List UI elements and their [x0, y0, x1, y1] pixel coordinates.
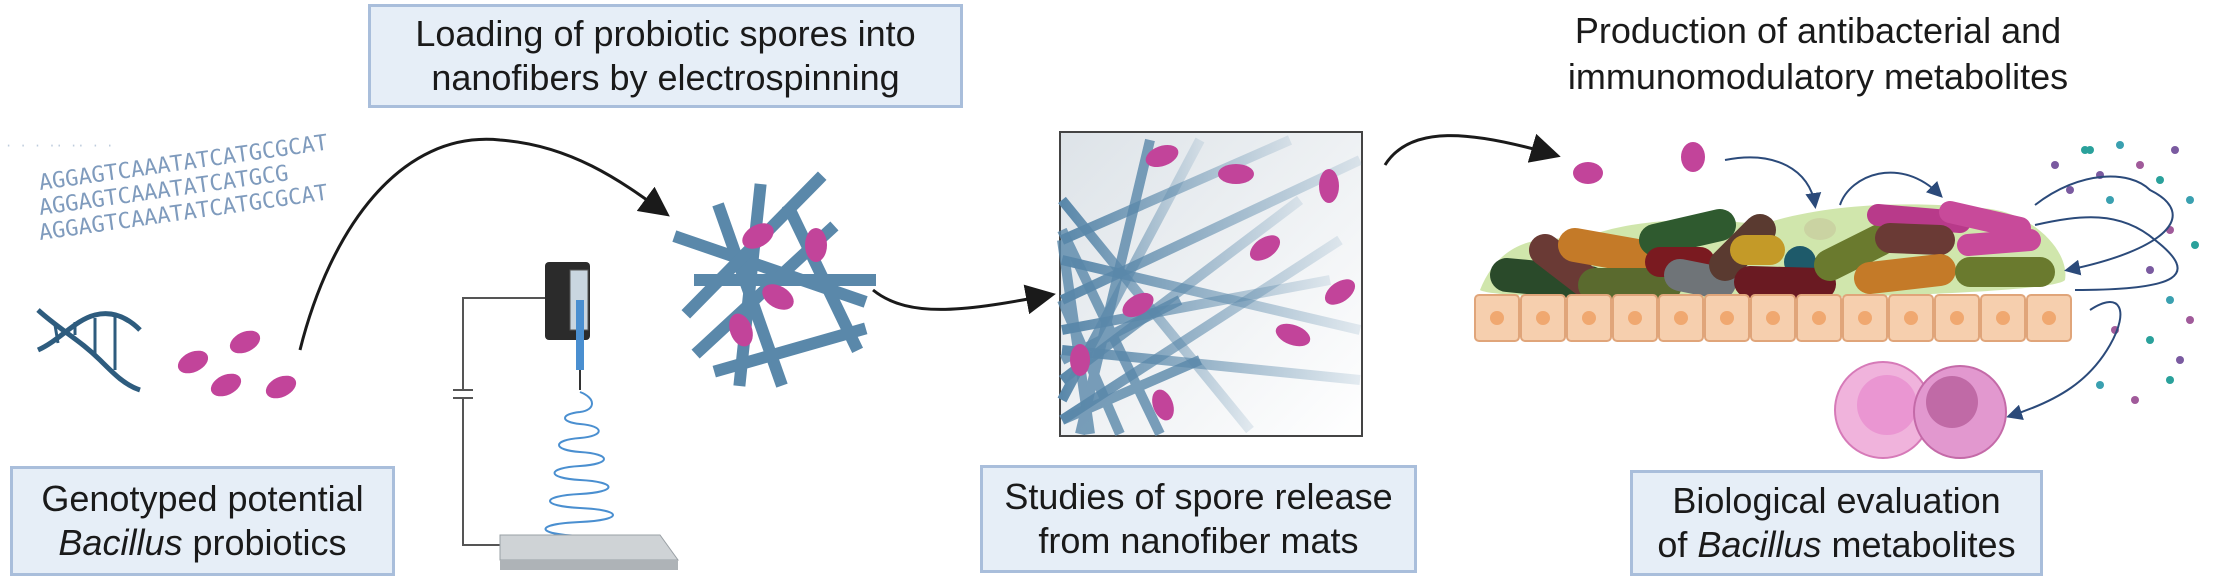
arrow-release-to-production	[1383, 133, 1561, 166]
syringe-pump-icon	[545, 262, 590, 390]
cell-nucleus	[1996, 311, 2010, 325]
genotyped-line-2: Bacillus probiotics	[58, 521, 346, 565]
metabolite-dot	[2116, 141, 2124, 149]
genotyped-probiotics-label: Genotyped potential Bacillus probiotics	[10, 466, 395, 576]
genotyped-line-1: Genotyped potential	[41, 478, 364, 519]
spore-icon	[742, 223, 774, 249]
loading-spores-label: Loading of probiotic spores into nanofib…	[368, 4, 963, 108]
metabolite-dot	[2136, 161, 2144, 169]
metabolite-dot	[2156, 176, 2164, 184]
metabolite-dot	[2146, 266, 2154, 274]
metabolite-dot	[2146, 336, 2154, 344]
spore-release-label: Studies of spore release from nanofiber …	[980, 465, 1417, 573]
spore-icon	[177, 350, 209, 374]
genotyped-rest: probiotics	[182, 522, 347, 563]
metabolite-dot	[2051, 161, 2059, 169]
cell-nucleus	[1582, 311, 1596, 325]
cell-nucleus	[1720, 311, 1734, 325]
cell-nucleus	[1628, 311, 1642, 325]
polymer-jet-spiral	[544, 391, 619, 549]
cell-nucleus	[1674, 311, 1688, 325]
genus-name-italic: Bacillus	[1697, 524, 1822, 565]
evaluation-line-2: of Bacillus metabolites	[1657, 523, 2015, 567]
spore-icon	[210, 373, 242, 397]
metabolite-dot	[2171, 146, 2179, 154]
spore-icon	[1218, 164, 1254, 184]
cell-nucleus	[1858, 311, 1872, 325]
nanofiber-icon	[672, 171, 876, 388]
spore-icon	[1324, 279, 1356, 305]
spore-icon	[805, 228, 827, 262]
metabolite-dot	[2166, 376, 2174, 384]
collector-plate	[499, 534, 679, 570]
dna-helix-icon	[36, 308, 142, 393]
spore-icon	[1070, 344, 1090, 376]
spore-icon	[729, 313, 753, 347]
spore-icon	[1275, 323, 1311, 347]
loading-line-1: Loading of probiotic spores into	[415, 13, 916, 54]
spore-icon	[762, 284, 794, 310]
metabolite-dot	[2186, 316, 2194, 324]
evaluation-prefix: of	[1657, 524, 1698, 565]
spore-group-fiber	[729, 223, 827, 347]
cell-nucleus	[1904, 311, 1918, 325]
spore-icon	[1573, 162, 1603, 184]
dna-fade-text: · · · ·· ·· · ·	[5, 139, 113, 153]
metabolite-dot	[2191, 241, 2199, 249]
production-line-1: Production of antibacterial and	[1574, 10, 2062, 51]
metabolite-dot	[2086, 146, 2094, 154]
metabolite-dots-icon	[2051, 141, 2199, 404]
cell-nucleus	[1536, 311, 1550, 325]
spore-icon	[1145, 144, 1179, 168]
germination-arrow	[1724, 156, 1822, 209]
spore-icon	[1319, 169, 1339, 203]
arrow-loading-to-release	[872, 284, 1056, 315]
release-line-1: Studies of spore release	[1004, 476, 1393, 517]
epithelial-cells-icon	[1474, 294, 2072, 342]
spore-icon	[1681, 142, 1705, 172]
metabolite-arrow	[2034, 175, 2174, 276]
metabolite-dot	[2066, 186, 2074, 194]
release-line-2: from nanofiber mats	[1038, 520, 1359, 561]
germination-arrow	[1839, 171, 1943, 206]
metabolite-dot	[2176, 356, 2184, 364]
spore-icon	[265, 375, 297, 399]
metabolite-dot	[2106, 196, 2114, 204]
arrow-genotype-to-loading	[298, 137, 670, 351]
metabolite-dot	[2186, 196, 2194, 204]
metabolite-arrow	[2034, 216, 2179, 291]
dna-sequence-text: AGGAGTCAAATATCATGCGCAT AGGAGTCAAATATCATG…	[5, 131, 329, 246]
metabolite-arrow	[2006, 301, 2122, 420]
cell-nucleus	[1950, 311, 1964, 325]
metabolite-dot	[2096, 381, 2104, 389]
spore-icon	[1122, 292, 1154, 318]
metabolite-dot	[2131, 396, 2139, 404]
spore-icon	[1152, 389, 1174, 421]
spore-icon	[1249, 235, 1281, 261]
loading-line-2: nanofibers by electrospinning	[431, 57, 900, 98]
immune-cell-icon	[1834, 361, 2007, 459]
biological-evaluation-label: Biological evaluation of Bacillus metabo…	[1630, 470, 2043, 576]
cell-nucleus	[1490, 311, 1504, 325]
bacteria-biofilm-icon	[1490, 201, 2055, 316]
genus-name-italic: Bacillus	[58, 522, 183, 563]
metabolite-dot	[2166, 296, 2174, 304]
evaluation-rest: metabolites	[1821, 524, 2016, 565]
cell-nucleus	[2042, 311, 2056, 325]
evaluation-line-1: Biological evaluation	[1672, 480, 2001, 521]
metabolite-production-label: Production of antibacterial and immunomo…	[1518, 8, 2118, 100]
nanofiber-mat	[1057, 131, 1363, 437]
spore-icon	[229, 330, 261, 354]
electrospinning-setup	[453, 262, 679, 570]
cell-nucleus	[1766, 311, 1780, 325]
spore-group-left	[177, 330, 297, 399]
cell-nucleus	[1812, 311, 1826, 325]
production-line-2: immunomodulatory metabolites	[1567, 56, 2069, 97]
